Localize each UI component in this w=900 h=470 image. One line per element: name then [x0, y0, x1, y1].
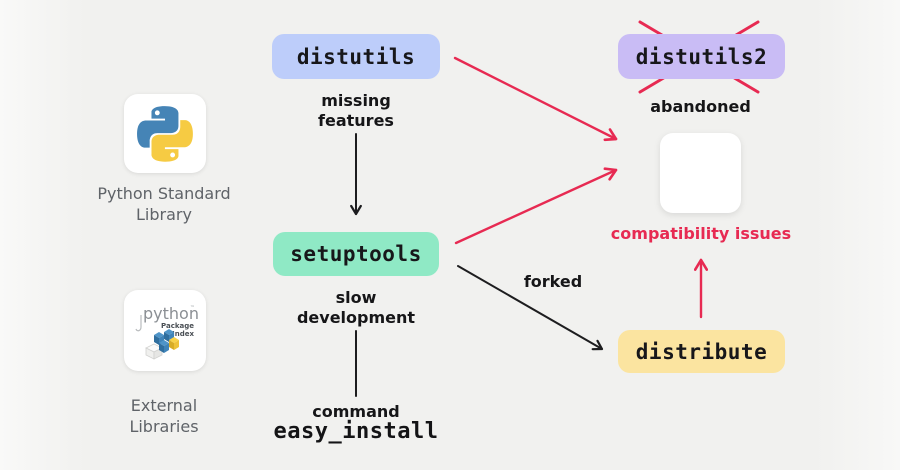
- annotation-forked: forked: [523, 272, 583, 291]
- pypi-crates: [145, 328, 179, 360]
- annotation-abandoned: abandoned: [650, 97, 751, 116]
- pypi-tm: ™: [190, 305, 195, 311]
- node-setuptools: setuptools: [273, 232, 439, 276]
- external-libraries-label: External Libraries: [129, 396, 199, 437]
- annotation-compatibility-issues: compatibility issues: [610, 224, 792, 243]
- pypi-logo-icon: python ™ Package Index: [135, 304, 198, 360]
- node-distutils2: distutils2: [618, 34, 785, 79]
- external-libraries-card: python ™ Package Index: [124, 290, 206, 371]
- node-distribute: distribute: [618, 330, 785, 373]
- pypi-sub-package: Package: [161, 322, 194, 330]
- node-distutils: distutils: [272, 34, 440, 79]
- python-standard-library-label: Python Standard Library: [97, 184, 231, 225]
- annotation-command: command: [312, 402, 400, 421]
- annotation-slow-development: slow development: [296, 288, 416, 327]
- arrow-setuptools-to-compatibility: [454, 167, 618, 245]
- annotation-missing-features: missing features: [318, 91, 394, 130]
- python-standard-library-card: [124, 94, 206, 173]
- pypi-sub-index: Index: [172, 330, 194, 338]
- arrow-distutils-to-compatibility: [453, 56, 618, 142]
- easy-install-command-label: easy_install: [273, 419, 439, 444]
- python-logo-icon: [137, 105, 193, 162]
- pypi-crane-hook: [135, 314, 142, 331]
- pypi-wordmark: python: [143, 304, 198, 323]
- compatibility-blank-box: [660, 133, 741, 213]
